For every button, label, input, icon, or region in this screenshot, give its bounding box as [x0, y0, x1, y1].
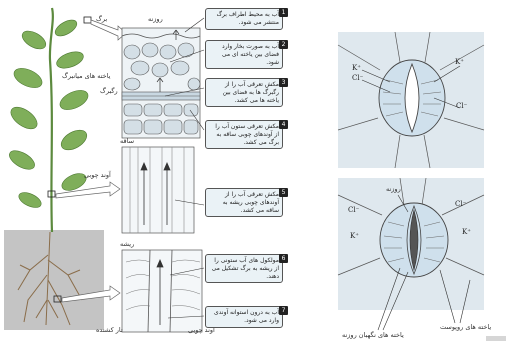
ion-cl-bottom-left: Cl⁻: [348, 206, 359, 214]
label-mesophyll: یاخته های میانبرگ: [62, 73, 110, 80]
ion-cl-bottom-right: Cl⁻: [455, 200, 466, 208]
step-box-6: 6 مولکول های آب ستونی را از ریشه به برگ …: [205, 254, 283, 283]
ion-k-top-left: K⁺: [352, 64, 361, 72]
ion-k-top-right: K⁺: [455, 58, 464, 66]
step-box-3: 3 مکش تعرقی آب را از رگبرگ ها به فضای بی…: [205, 78, 283, 107]
label-vein: رگبرگ: [100, 88, 118, 95]
ion-cl-top-right: Cl⁻: [456, 102, 467, 110]
step-box-2: 2 آب به صورت بخار وارد فضای بین یاخته ای…: [205, 40, 283, 69]
step-box-4: 4 مکش تعرقی ستون آب را از آوندهای چوبی س…: [205, 120, 283, 149]
step-box-7: 7 آب به درون استوانه آوندی وارد می شود.: [205, 306, 283, 328]
soil-region: [4, 230, 104, 330]
step-box-1: 1 آب به محیط اطراف برگ منتشر می شود.: [205, 8, 283, 30]
leaf-cross-section: [122, 28, 200, 138]
root-section: [122, 250, 202, 332]
label-xylem-root: آوند چوبی: [188, 327, 215, 334]
label-guard-cells: یاخته های نگهبان روزنه: [342, 332, 404, 339]
label-leaf: برگ: [96, 16, 107, 23]
label-root-hair: تار کشنده: [96, 327, 123, 334]
scroll-indicator: [486, 336, 506, 341]
guard-cells-bottom: [380, 203, 448, 277]
ion-cl-top-left: Cl⁻: [352, 74, 363, 82]
label-root: ریشه: [120, 241, 134, 248]
label-stem: ساقه: [120, 138, 134, 145]
label-xylem-stem: آوند چوبی: [84, 172, 111, 179]
label-stoma: روزنه: [148, 16, 163, 23]
ion-k-bottom-left: K⁺: [350, 232, 359, 240]
leaves: [6, 17, 91, 211]
step-box-5: 5 مکش تعرقی آب را از آوندهای چوبی ریشه ب…: [205, 188, 283, 217]
plant-stem: [50, 8, 53, 232]
label-epidermis: یاخته های روپوست: [440, 324, 491, 331]
label-stoma-right: روزنه: [386, 186, 401, 193]
ion-k-bottom-right: K⁺: [462, 228, 471, 236]
stem-section: [122, 147, 194, 233]
guard-cells-top: [379, 60, 445, 136]
